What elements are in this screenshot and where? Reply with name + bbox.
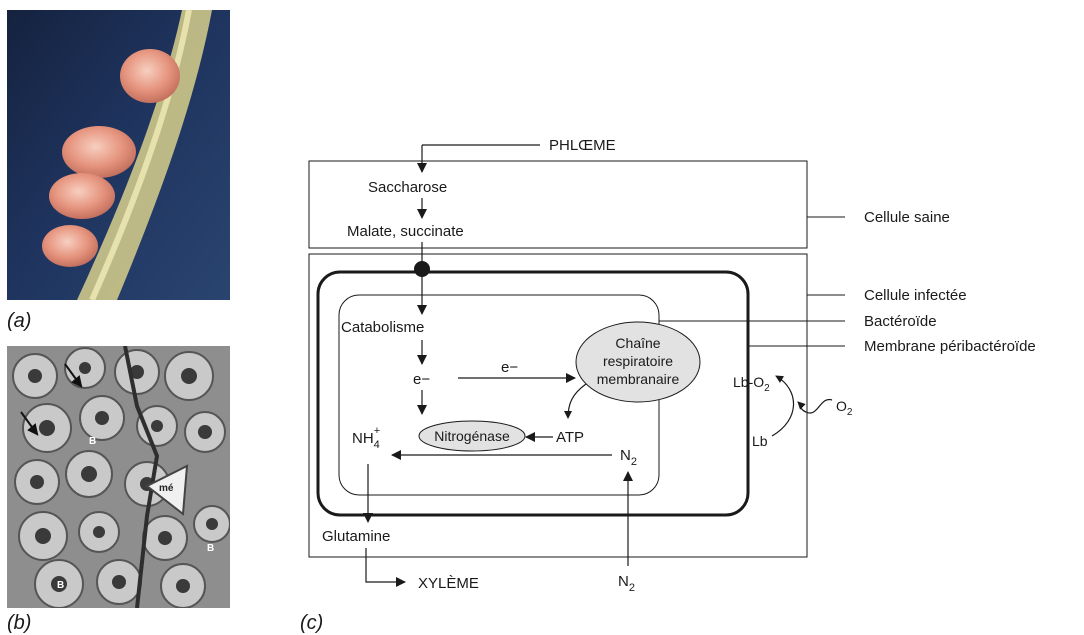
micrograph-label-b2: B	[207, 543, 214, 554]
legend-membrane: Membrane péribactéroïde	[864, 338, 1036, 355]
healthy-cell-box	[308, 160, 808, 249]
legend-bacteroide: Bactéroïde	[864, 313, 937, 330]
nodule-3	[49, 173, 115, 219]
saccharose-label: Saccharose	[368, 179, 447, 196]
micrograph-label-b3: B	[57, 580, 64, 591]
o2-label: O2	[836, 398, 853, 418]
infected-cell-box	[308, 253, 808, 558]
micrograph-label-b1: B	[89, 436, 96, 447]
atp-label: ATP	[556, 429, 584, 446]
legend-cellule-saine: Cellule saine	[864, 209, 950, 226]
lbo2-label: Lb-O2	[733, 374, 770, 394]
glutamine-label: Glutamine	[322, 528, 390, 545]
nh4-label: NH4+	[352, 425, 380, 451]
glutamine-to-xylem-arrow	[365, 548, 406, 587]
phloem-label: PHLŒME	[549, 137, 616, 154]
xylem-label: XYLÈME	[418, 575, 479, 592]
nitrogenase-enzyme	[418, 420, 526, 452]
transporter-dot	[414, 261, 430, 277]
nodule-1	[120, 49, 180, 103]
nodule-2	[62, 126, 136, 178]
chain-to-atp-arrow	[564, 383, 587, 419]
chain-line-3: membranaire	[597, 371, 680, 387]
nodule-photo	[7, 10, 230, 300]
nitrogenase-label: Nitrogénase	[434, 428, 510, 444]
catabolisme-label: Catabolisme	[341, 319, 424, 336]
bacteroid-box	[338, 294, 660, 496]
n2-inner-label: N2	[620, 447, 637, 468]
micrograph-photo: B B B mé	[7, 346, 230, 608]
panel-label-c: (c)	[300, 612, 324, 634]
electron-label-1: e−	[413, 371, 430, 388]
lb-label: Lb	[752, 433, 768, 449]
micrograph-label-me: mé	[159, 483, 174, 494]
respiratory-chain	[575, 321, 701, 403]
panel-label-b: (b)	[7, 612, 32, 634]
malate-label: Malate, succinate	[347, 223, 464, 240]
n2-bottom-label: N2	[618, 573, 635, 594]
chain-line-1: Chaîne	[615, 335, 660, 351]
o2-input-arrow	[797, 399, 833, 414]
lb-cycle-arrow	[771, 375, 795, 437]
panel-label-a: (a)	[7, 310, 32, 332]
electron-label-2: e−	[501, 359, 518, 376]
chain-line-2: respiratoire	[603, 353, 673, 369]
nodule-4	[42, 225, 98, 267]
legend-cellule-infectee: Cellule infectée	[864, 287, 967, 304]
peribacteroid-membrane	[316, 270, 750, 517]
